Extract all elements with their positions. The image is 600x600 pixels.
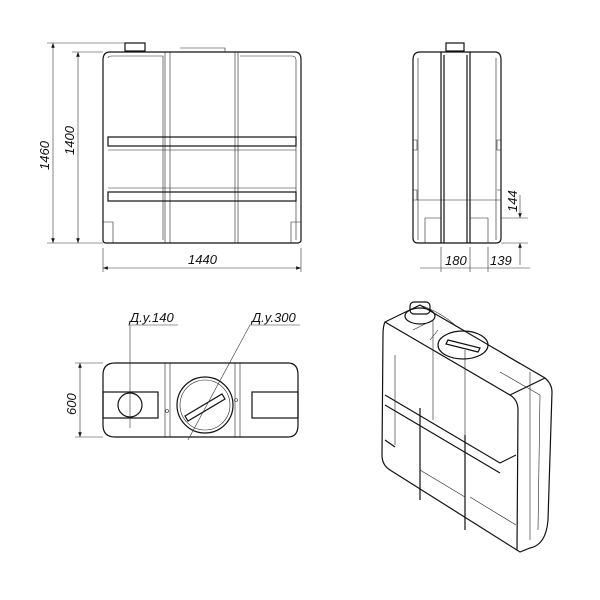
label-large-neck: Д.у.300: [250, 310, 296, 325]
dim-depth: 600: [64, 393, 79, 415]
side-view: 144 180 139: [412, 42, 530, 272]
dim-depth-right: 139: [490, 253, 512, 268]
label-small-neck: Д.у.140: [128, 310, 174, 325]
dim-height-body: 1400: [62, 125, 77, 155]
side-cap: [445, 42, 465, 52]
dim-height-total: 1460: [37, 140, 52, 170]
top-view: 600 Д.у.140 Д.у.300: [64, 310, 300, 441]
front-cap: [124, 42, 146, 52]
dim-width: 1440: [188, 252, 218, 267]
front-view: 1460 1400 1440: [37, 42, 302, 272]
large-neck: [176, 376, 234, 434]
dim-depth-left: 180: [445, 253, 467, 268]
isometric-view: [381, 301, 553, 553]
dim-drain-height: 144: [505, 190, 520, 212]
